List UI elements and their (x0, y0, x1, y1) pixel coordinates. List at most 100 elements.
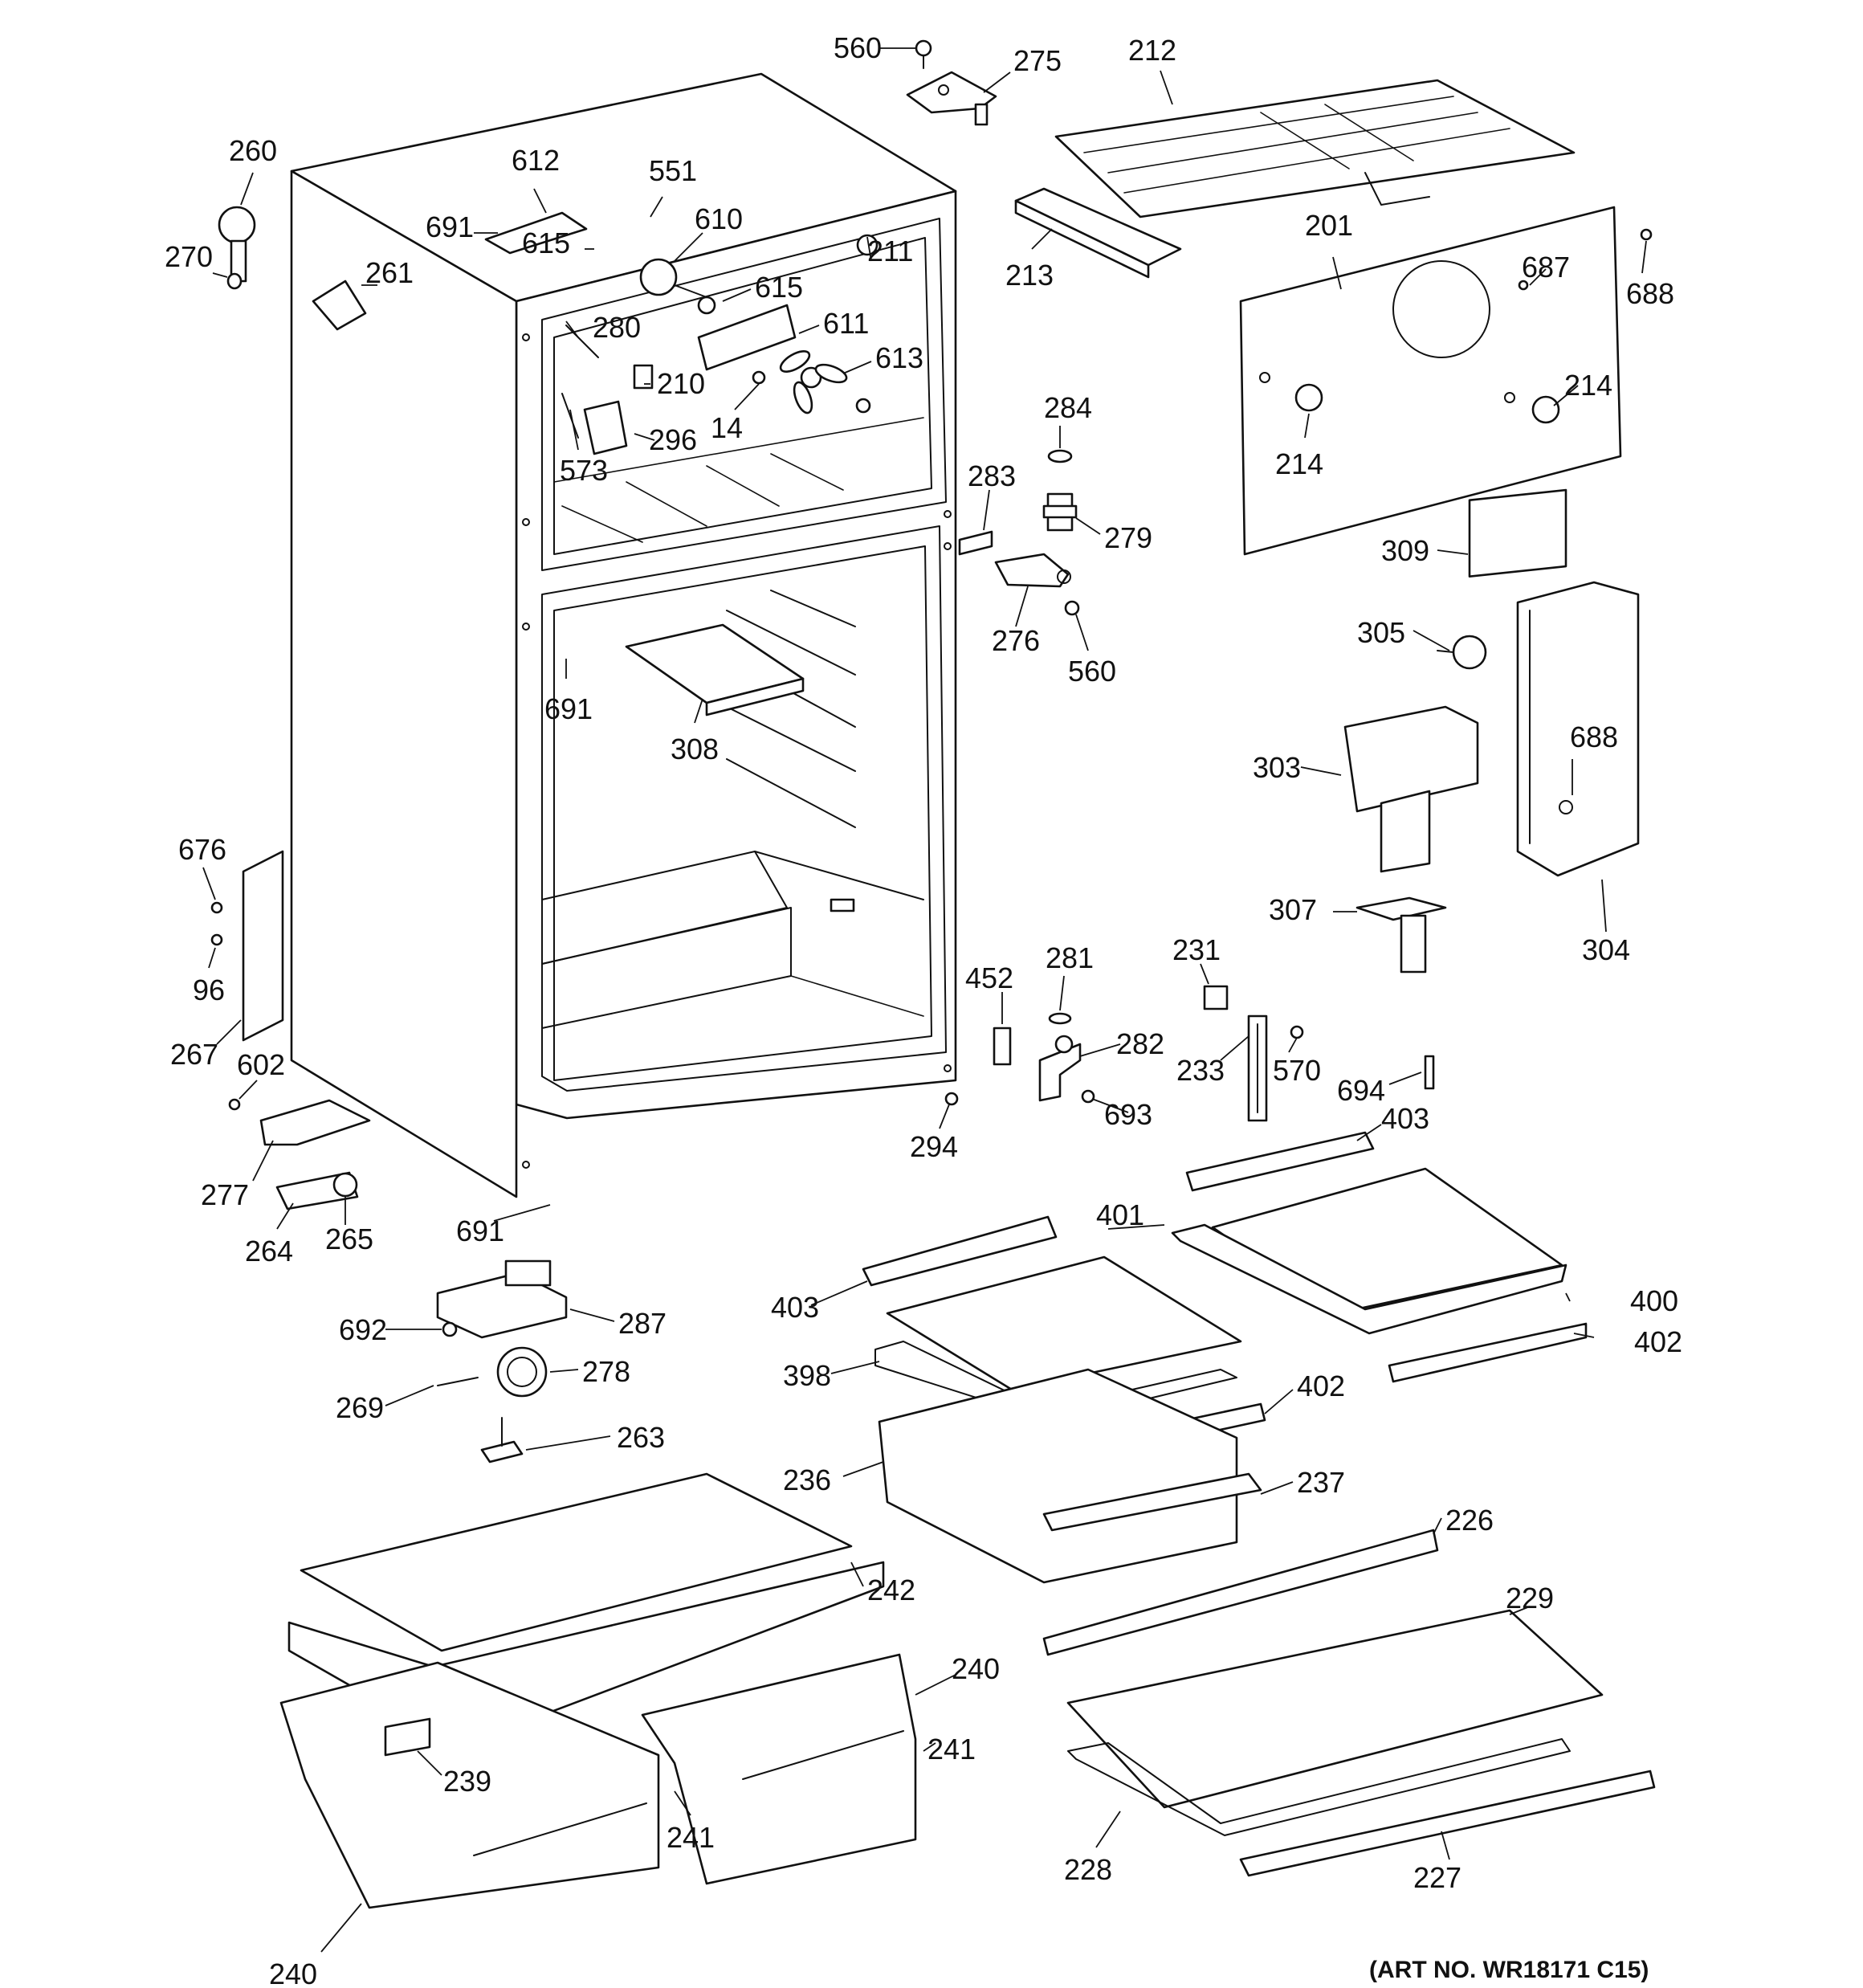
callout-694: 694 (1337, 1074, 1385, 1107)
callout-613: 613 (875, 341, 923, 374)
callout-294: 294 (910, 1130, 958, 1163)
callout-400: 400 (1630, 1284, 1678, 1317)
lower-hinge-parts (993, 1012, 1095, 1104)
lower-glass-shelf (1042, 1529, 1656, 1877)
callout-263: 263 (617, 1421, 665, 1454)
callout-269: 269 (336, 1391, 384, 1424)
callout-240: 240 (952, 1652, 1000, 1685)
callout-214: 214 (1275, 447, 1323, 480)
callout-228: 228 (1064, 1853, 1112, 1886)
center-hinge (958, 530, 1080, 616)
callout-278: 278 (582, 1355, 630, 1388)
callout-691: 691 (544, 692, 593, 725)
callout-236: 236 (783, 1463, 831, 1496)
left-side-parts (210, 206, 371, 1210)
callout-213: 213 (1005, 259, 1054, 292)
callout-276: 276 (992, 624, 1040, 657)
callout-560: 560 (834, 31, 882, 64)
callout-284: 284 (1044, 391, 1092, 424)
shelf-support-233 (944, 985, 1435, 1122)
callout-676: 676 (178, 833, 226, 866)
callout-402: 402 (1297, 1370, 1345, 1402)
label-309 (1468, 488, 1567, 578)
callout-401: 401 (1096, 1198, 1144, 1231)
air-duct-303 (1343, 705, 1479, 873)
callout-398: 398 (783, 1359, 831, 1392)
fan-blade-icon (779, 350, 848, 414)
callout-201: 201 (1305, 209, 1353, 242)
cabinet-assembly (290, 72, 957, 1198)
top-hinge (906, 39, 997, 126)
callout-264: 264 (245, 1235, 293, 1268)
air-tower-304 (1516, 581, 1640, 877)
callout-452: 452 (965, 961, 1013, 994)
callout-96: 96 (193, 974, 225, 1006)
callout-615: 615 (755, 271, 803, 304)
callout-279: 279 (1104, 521, 1152, 554)
callout-403: 403 (771, 1291, 819, 1324)
callout-241: 241 (667, 1821, 715, 1854)
callout-281: 281 (1046, 941, 1094, 974)
callout-282: 282 (1116, 1027, 1164, 1060)
callout-260: 260 (229, 134, 277, 167)
callout-692: 692 (339, 1313, 387, 1346)
callout-211: 211 (867, 235, 913, 267)
callout-560: 560 (1068, 655, 1116, 688)
duct-307 (1355, 896, 1447, 974)
callout-287: 287 (618, 1307, 667, 1340)
callout-303: 303 (1253, 751, 1301, 784)
callout-237: 237 (1297, 1466, 1345, 1499)
right-shelf-assembly (862, 1131, 1588, 1584)
callout-241: 241 (927, 1733, 976, 1766)
callout-280: 280 (593, 311, 641, 344)
callout-691: 691 (456, 1214, 504, 1247)
callout-296: 296 (649, 423, 697, 456)
callout-261: 261 (365, 256, 414, 289)
freezer-components (484, 211, 879, 455)
callout-693: 693 (1104, 1098, 1152, 1131)
callout-551: 551 (649, 154, 697, 187)
evaporator-cover-201 (1239, 206, 1653, 556)
callout-270: 270 (165, 240, 213, 273)
damper-knob-305 (1437, 635, 1487, 670)
callout-242: 242 (867, 1574, 915, 1606)
callout-304: 304 (1582, 933, 1630, 966)
callout-308: 308 (671, 733, 719, 765)
callout-687: 687 (1522, 251, 1570, 284)
callout-402: 402 (1634, 1325, 1682, 1358)
callout-229: 229 (1506, 1582, 1554, 1614)
callout-570: 570 (1273, 1054, 1321, 1087)
callout-573: 573 (560, 454, 608, 487)
callout-267: 267 (170, 1038, 218, 1071)
callout-612: 612 (512, 144, 560, 177)
callout-610: 610 (695, 202, 743, 235)
callout-212: 212 (1128, 34, 1176, 67)
callout-275: 275 (1013, 44, 1062, 77)
callout-305: 305 (1357, 616, 1405, 649)
crisper-assembly (279, 1472, 917, 1909)
callout-240: 240 (269, 1957, 317, 1988)
callout-265: 265 (325, 1223, 373, 1255)
callout-283: 283 (968, 459, 1016, 492)
callout-233: 233 (1176, 1054, 1225, 1087)
wire-shelf-212 (1054, 79, 1576, 218)
callout-688: 688 (1570, 720, 1618, 753)
callout-307: 307 (1269, 893, 1317, 926)
callout-309: 309 (1381, 534, 1429, 567)
callout-277: 277 (201, 1178, 249, 1211)
callout-labels: 560 275 212 260 270 261 612 551 691 615 … (165, 31, 1682, 1988)
callout-227: 227 (1413, 1861, 1461, 1894)
callout-226: 226 (1445, 1504, 1494, 1537)
callout-214: 214 (1564, 369, 1612, 402)
callout-231: 231 (1172, 933, 1221, 966)
leader-lines (202, 47, 1647, 1953)
callout-14: 14 (711, 411, 743, 444)
thermostat-parts (1042, 449, 1078, 532)
freezer-shelf-308 (625, 623, 805, 716)
callout-611: 611 (823, 307, 869, 340)
ice-tray-213 (1014, 187, 1182, 279)
callout-403: 403 (1381, 1102, 1429, 1135)
art-number: (ART NO. WR18171 C15) (1369, 1957, 1649, 1983)
callout-691: 691 (426, 210, 474, 243)
